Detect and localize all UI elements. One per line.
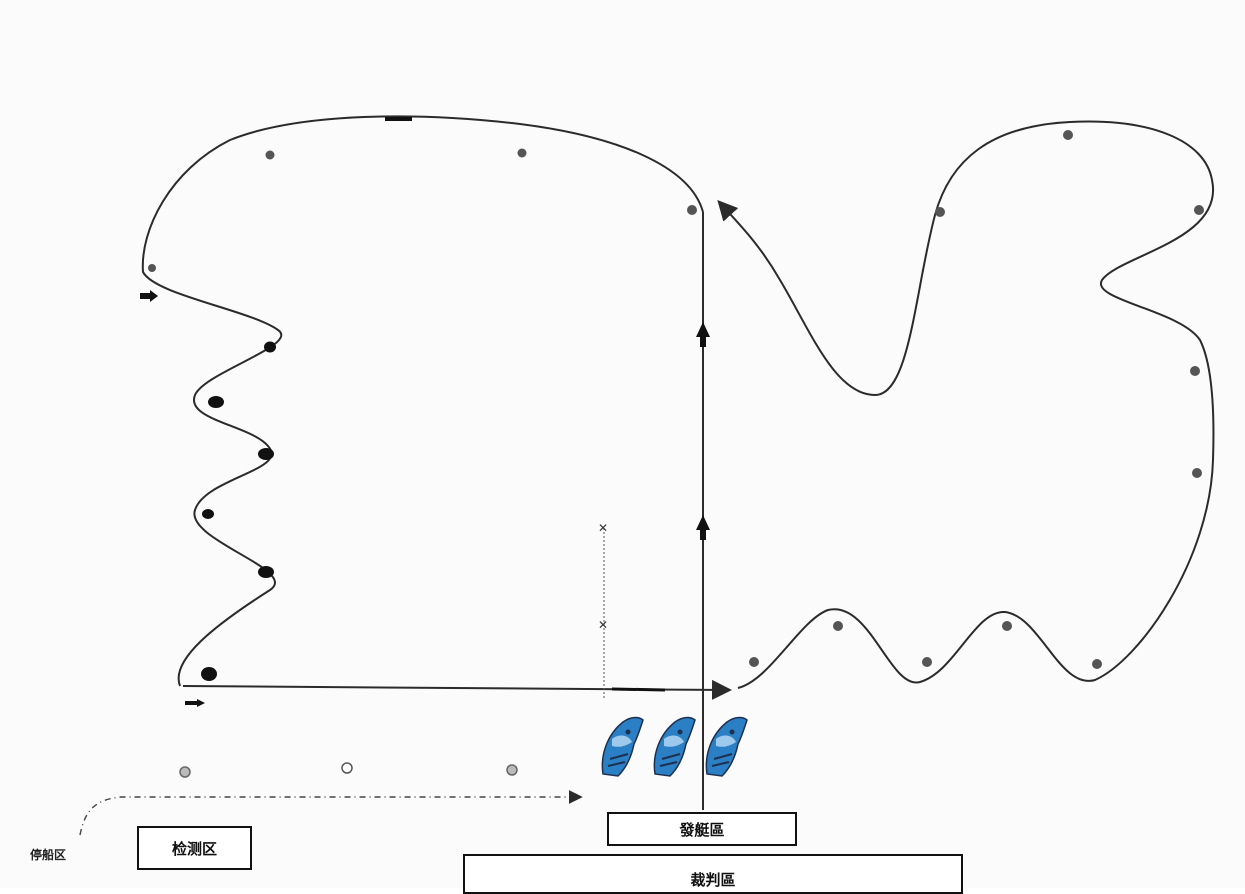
gate-marker-icon: ✕ xyxy=(598,521,608,535)
gate-marker-icon: ✕ xyxy=(598,618,608,632)
buoy-icon xyxy=(1063,130,1073,140)
buoy-icon xyxy=(517,148,527,158)
buoy-icon xyxy=(1194,205,1204,215)
mooring-zone-label: 停船区 xyxy=(30,848,67,862)
buoy-icon xyxy=(833,621,843,631)
svg-text:✕: ✕ xyxy=(598,521,608,535)
buoy-icon xyxy=(1190,366,1200,376)
buoy-icon xyxy=(258,566,274,578)
right-buoys xyxy=(749,130,1204,669)
dragon-boats xyxy=(601,716,748,777)
svg-text:✕: ✕ xyxy=(598,618,608,632)
buoy-icon xyxy=(265,150,275,160)
buoy-icon xyxy=(258,448,274,460)
referee-zone-box: 裁判區 xyxy=(463,854,963,894)
direction-arrow-icon xyxy=(185,699,205,707)
direction-arrow-icon xyxy=(140,290,158,302)
buoy-icon xyxy=(506,764,518,776)
buoy-icon xyxy=(922,657,932,667)
inspection-zone-box: 检测区 xyxy=(137,826,252,870)
buoy-icon xyxy=(749,657,759,667)
buoy-icon xyxy=(208,396,224,408)
buoy-icon xyxy=(1092,659,1102,669)
buoy-icon xyxy=(687,205,697,215)
buoy-icon xyxy=(935,207,945,217)
dragon-boat-icon xyxy=(653,716,696,777)
buoy-icon xyxy=(264,341,276,353)
buoy-icon xyxy=(201,667,217,681)
bottom-buoys xyxy=(179,762,518,778)
buoy-icon xyxy=(148,264,156,272)
buoy-icon xyxy=(341,762,353,774)
buoy-icon xyxy=(1192,468,1202,478)
buoy-icon xyxy=(1002,621,1012,631)
right-course-line xyxy=(717,120,1215,689)
buoy-icon xyxy=(179,766,191,778)
direction-arrow-icon xyxy=(696,515,710,540)
dragon-boat-icon xyxy=(601,716,644,777)
buoy-icon xyxy=(202,509,214,519)
direction-arrow-icon xyxy=(696,322,710,347)
left-course-line xyxy=(141,115,704,687)
dragon-boat-icon xyxy=(705,716,748,777)
mooring-route-line xyxy=(79,790,583,836)
start-zone-box: 發艇區 xyxy=(607,812,797,846)
left-buoys xyxy=(148,148,697,681)
bottom-arrow-segment xyxy=(611,687,666,692)
